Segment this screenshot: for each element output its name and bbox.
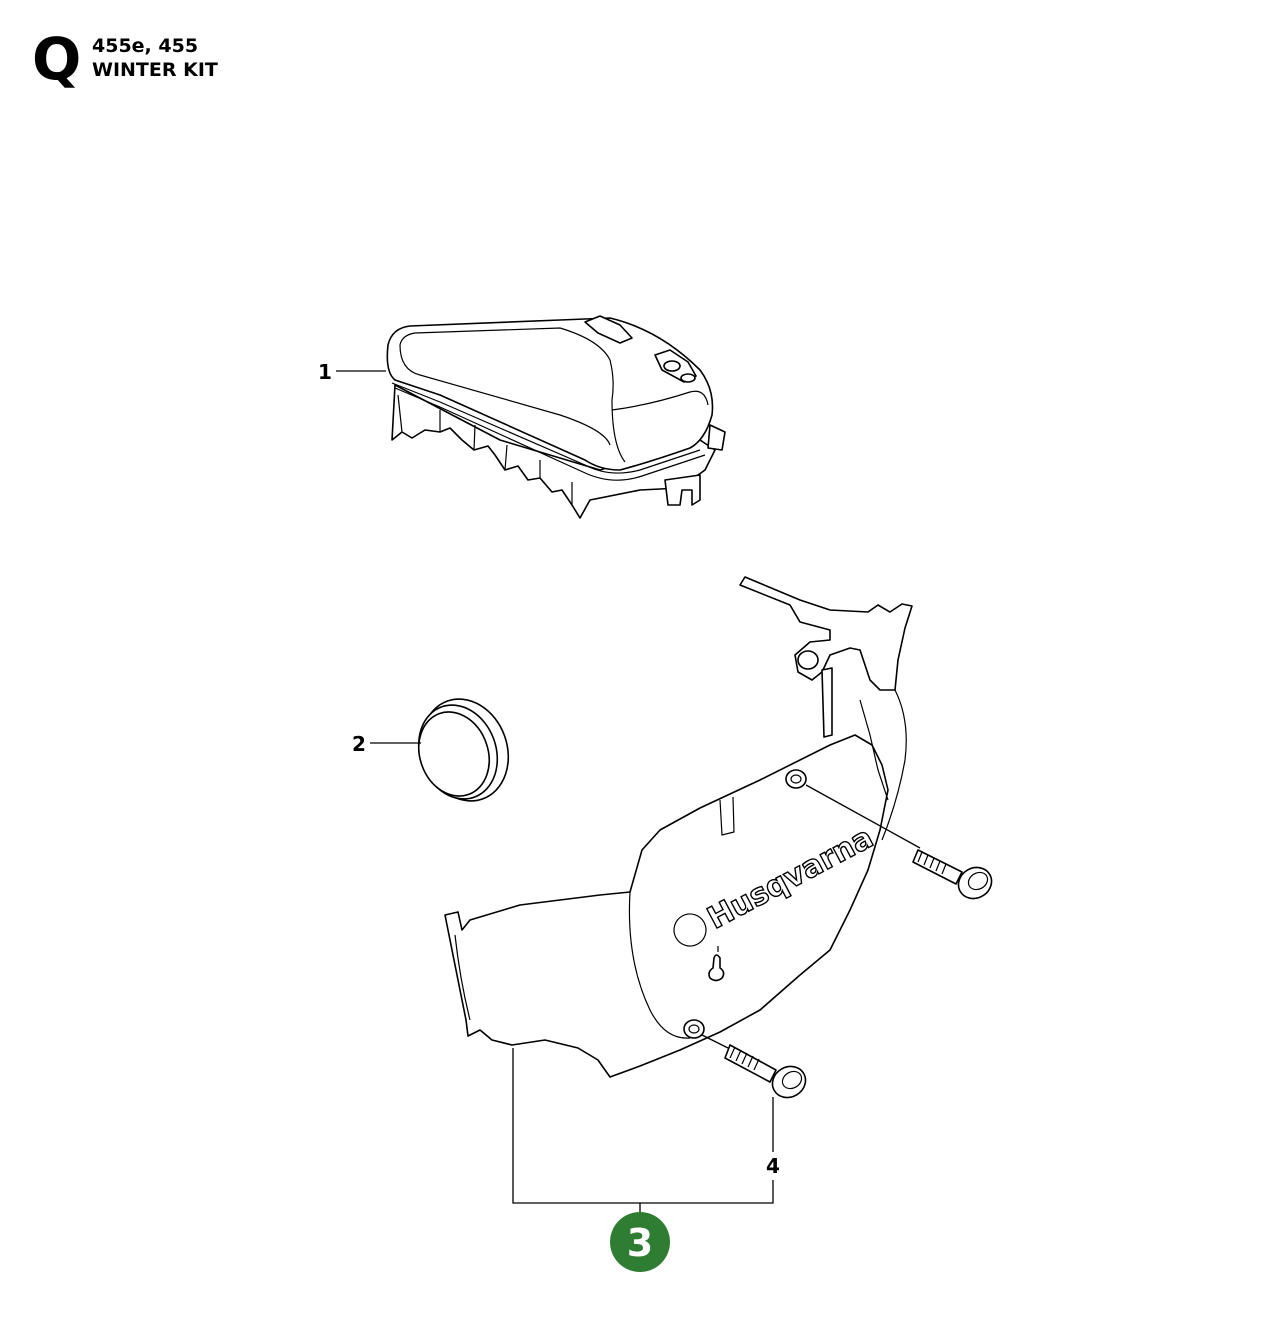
callout-1: 1 bbox=[318, 360, 332, 384]
callout-4: 4 bbox=[766, 1154, 780, 1178]
callout-3-badge[interactable]: 3 bbox=[610, 1212, 670, 1272]
model-numbers: 455e, 455 bbox=[92, 35, 199, 57]
cover-body bbox=[444, 734, 889, 1078]
part-1-filter-cover[interactable] bbox=[386, 315, 726, 519]
diagram-title: WINTER KIT bbox=[92, 59, 218, 81]
part-4-screw-lower[interactable] bbox=[724, 1044, 811, 1103]
highlight-badge bbox=[610, 1212, 670, 1272]
leader-lines bbox=[336, 370, 921, 1214]
callout-2: 2 bbox=[352, 732, 366, 756]
section-letter: Q bbox=[32, 25, 82, 93]
filter-fins bbox=[391, 384, 716, 519]
filter-top-shell bbox=[386, 317, 714, 471]
part-2-plug[interactable] bbox=[406, 687, 522, 813]
callout-3: 3 bbox=[627, 1221, 653, 1265]
brand-logo-icon bbox=[673, 913, 707, 947]
part-4-screw-upper[interactable] bbox=[912, 849, 997, 904]
cover-bracket bbox=[739, 576, 913, 691]
part-3-side-cover[interactable]: Husqvarna bbox=[444, 576, 913, 1078]
